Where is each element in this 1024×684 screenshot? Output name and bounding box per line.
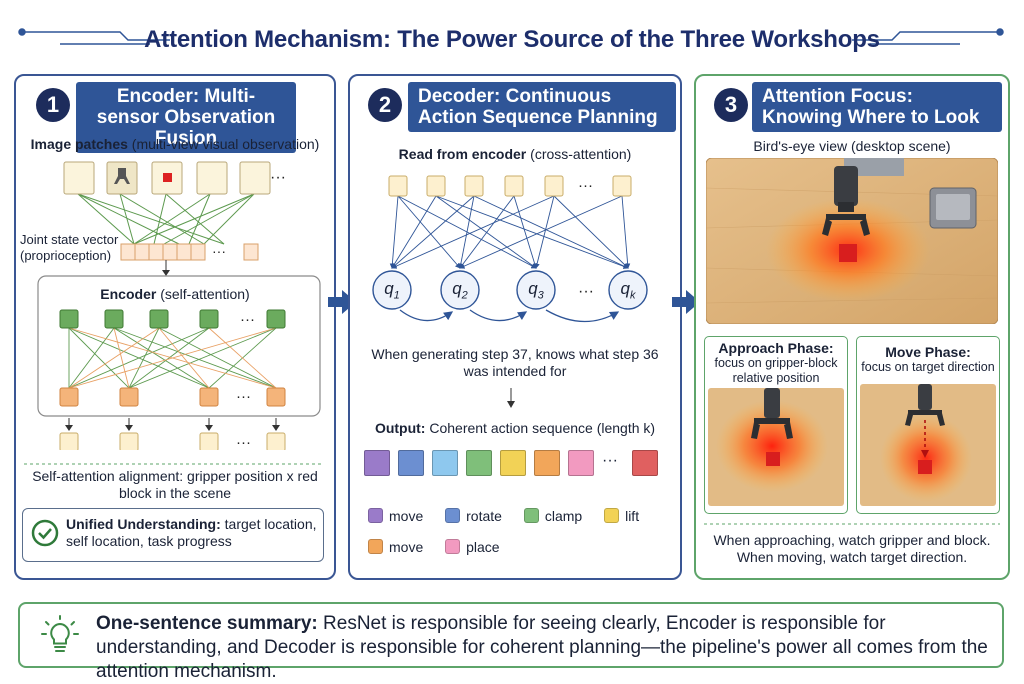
image-patch	[239, 161, 271, 195]
down-arrow-icon	[507, 388, 515, 408]
title-decoration	[18, 28, 1004, 45]
unified-understanding-text: Unified Understanding: target location, …	[66, 516, 317, 549]
legend-row-1: move rotate clamp lift	[368, 508, 639, 524]
output-label: Output: Coherent action sequence (length…	[374, 420, 656, 436]
legend-item: place	[445, 539, 500, 555]
approach-title: Approach Phase:	[718, 340, 834, 356]
birdseye-label: Bird's-eye view (desktop scene)	[753, 138, 951, 154]
action-square	[398, 450, 424, 476]
action-square	[500, 450, 526, 476]
step-note: When generating step 37, knows what step…	[371, 346, 659, 379]
decoder-diagram: ··· ···	[372, 175, 648, 323]
svg-text:···: ···	[270, 169, 286, 186]
unified-understanding-box	[22, 508, 324, 562]
gripper-mini-icon	[114, 168, 130, 184]
panel-1-header: Encoder: Multi-sensor Observation Fusion	[76, 82, 296, 153]
phase-note: When approaching, watch gripper and bloc…	[713, 532, 991, 565]
svg-text:···: ···	[240, 311, 255, 328]
svg-text:···: ···	[236, 434, 251, 450]
action-square	[534, 450, 560, 476]
svg-text:···: ···	[212, 243, 226, 259]
approach-scene	[708, 388, 844, 506]
image-patch	[196, 161, 228, 195]
output-sequence: ···	[364, 450, 664, 480]
action-square	[568, 450, 594, 476]
alignment-note: Self-attention alignment: gripper positi…	[32, 468, 318, 501]
panel-decoder	[348, 74, 682, 580]
image-patch	[63, 161, 95, 195]
encoder-diagram: ··· ··· ··· ···	[37, 161, 321, 450]
legend-swatch	[368, 539, 383, 554]
legend-swatch	[604, 508, 620, 523]
output-ellipsis: ···	[602, 452, 618, 469]
action-square	[364, 450, 390, 476]
query-q1: q1	[384, 279, 400, 302]
panel-2-number: 2	[368, 88, 402, 122]
action-square	[466, 450, 492, 476]
panel-3-number: 3	[714, 88, 748, 122]
lightbulb-icon	[41, 615, 79, 652]
legend-swatch	[445, 539, 461, 554]
flow-arrow-icon	[672, 290, 700, 314]
encoder-label: Encoder (self-attention)	[100, 286, 250, 302]
summary-box: One-sentence summary: ResNet is responsi…	[18, 602, 1004, 682]
red-block-mini	[163, 173, 172, 182]
svg-text:···: ···	[578, 283, 594, 300]
panel-2-header: Decoder: Continuous Action Sequence Plan…	[408, 82, 676, 132]
move-phase-card	[856, 336, 1000, 514]
svg-text:···: ···	[578, 177, 593, 194]
image-patches-label: Image patches (multi-view visual observa…	[30, 136, 320, 152]
panel-3-header: Attention Focus: Knowing Where to Look	[752, 82, 1002, 132]
legend-item: rotate	[445, 508, 502, 524]
action-square	[632, 450, 658, 476]
legend-swatch	[523, 508, 539, 523]
divider	[24, 463, 324, 465]
query-q3: q3	[528, 279, 544, 302]
move-desc: focus on target direction	[861, 360, 995, 374]
legend-item: lift	[604, 508, 639, 524]
legend-swatch	[368, 508, 383, 523]
action-square	[432, 450, 458, 476]
approach-desc: focus on gripper-block relative position	[714, 356, 838, 385]
query-q2: q2	[452, 279, 468, 302]
read-from-encoder-label: Read from encoder (cross-attention)	[398, 146, 632, 162]
move-title: Move Phase:	[885, 344, 971, 360]
legend-item: clamp	[523, 508, 582, 524]
birdseye-scene	[706, 158, 998, 324]
joint-state-label: Joint state vector (proprioception)	[20, 232, 119, 263]
legend-item: move	[368, 508, 423, 524]
svg-text:···: ···	[236, 388, 251, 405]
legend-swatch	[445, 508, 461, 523]
page-title: Attention Mechanism: The Power Source of…	[144, 26, 880, 53]
divider	[704, 523, 1000, 525]
summary-text: One-sentence summary: ResNet is responsi…	[96, 613, 988, 682]
legend-item: move	[368, 539, 423, 555]
check-circle-icon	[31, 519, 59, 547]
legend-row-2: move place	[368, 539, 500, 555]
panel-1-number: 1	[36, 88, 70, 122]
query-qk: qk	[620, 279, 636, 302]
approach-phase-card	[704, 336, 848, 514]
move-scene	[860, 384, 996, 506]
